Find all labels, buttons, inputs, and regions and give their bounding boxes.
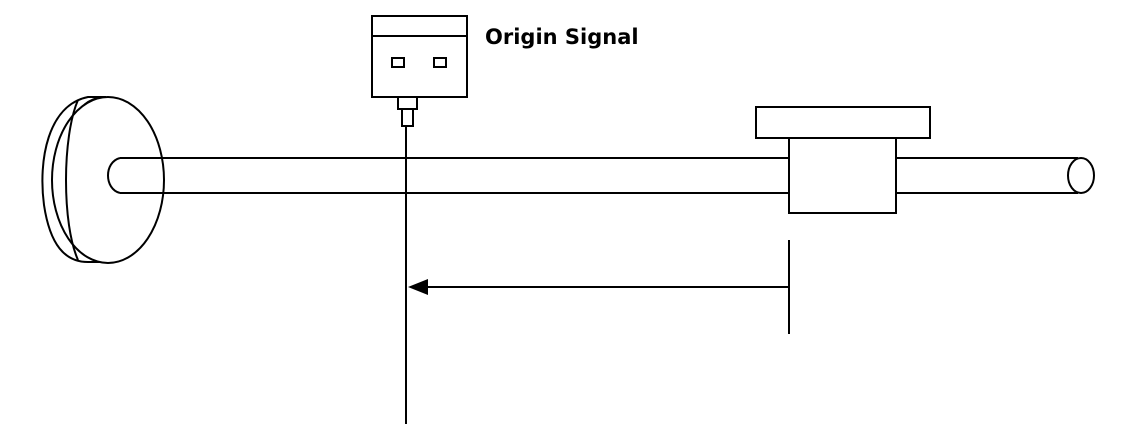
origin-signal-label: Origin Signal: [485, 25, 639, 49]
carriage: [755, 106, 931, 214]
origin-sensor: [371, 15, 468, 127]
motor-disk: [41, 96, 165, 264]
return-arrow: [408, 279, 789, 295]
screw-shaft: [107, 157, 1095, 194]
